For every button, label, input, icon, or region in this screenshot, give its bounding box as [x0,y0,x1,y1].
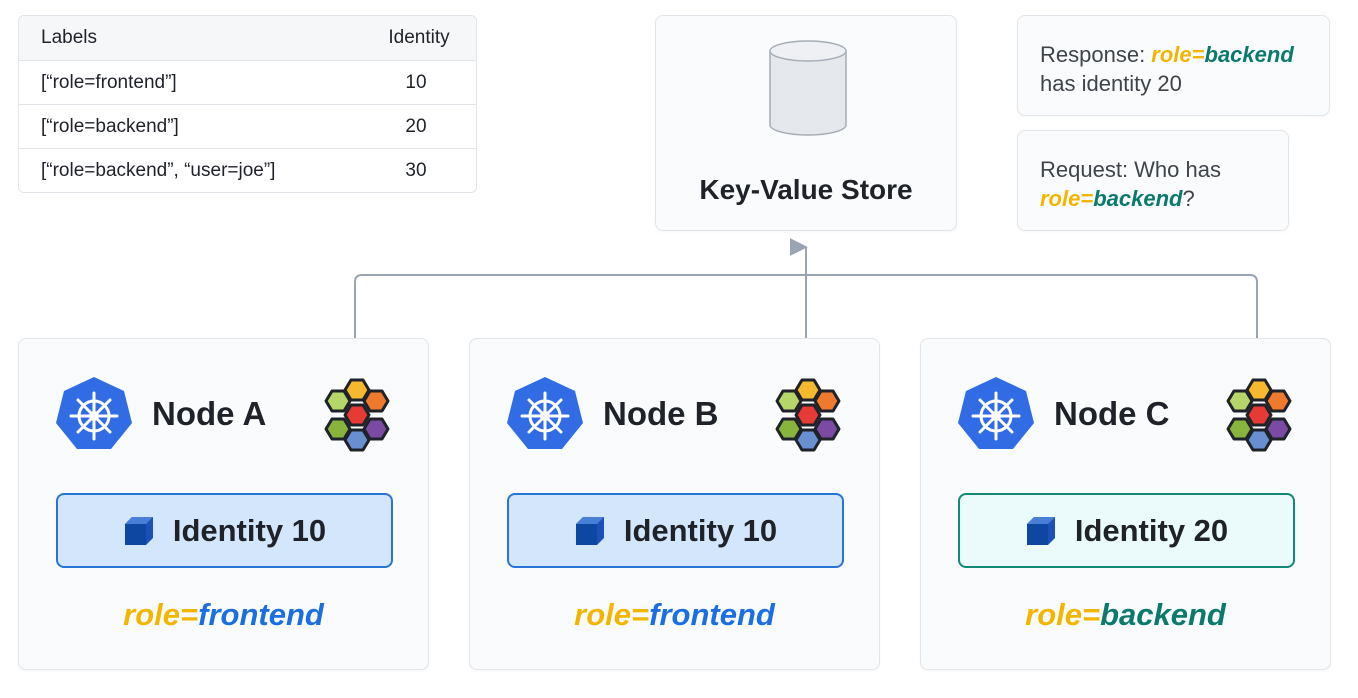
identity-box: Identity 20 [958,493,1295,568]
response-prefix: Response: [1040,42,1152,67]
role-key: role= [574,597,650,632]
node-role: role=frontend [19,597,428,633]
node-role: role=frontend [470,597,879,633]
request-prefix: Request: Who has [1040,157,1221,182]
role-value: frontend [198,597,324,632]
cilium-hexagon-icon [324,378,390,452]
row-labels: [“role=backend”] [41,115,179,137]
labels-identity-table: Labels Identity [“role=frontend”] 10 [“r… [18,15,477,193]
identity-box: Identity 10 [56,493,393,568]
node-c-card: Node C Identity 20 role=backend [920,338,1331,670]
key-value-store-title: Key-Value Store [699,174,913,205]
column-header-labels: Labels [41,27,97,48]
role-key: role= [123,597,199,632]
role-value: backend [1100,597,1226,632]
role-value: frontend [649,597,775,632]
cube-icon [124,516,153,545]
request-value: backend [1093,186,1183,211]
cube-icon [575,516,604,545]
database-cylinder-icon [769,40,847,136]
request-key: role= [1040,186,1094,211]
node-title: Node B [603,395,719,432]
node-title: Node C [1054,395,1170,432]
response-key: role= [1151,42,1205,67]
node-title: Node A [152,395,267,432]
cilium-hexagon-icon [1226,378,1292,452]
response-suffix: has identity 20 [1040,71,1182,96]
kubernetes-helm-icon [958,377,1034,449]
row-identity: 30 [405,159,427,181]
node-role: role=backend [921,597,1330,633]
kubernetes-helm-icon [507,377,583,449]
table-row: [“role=frontend”] 10 [19,60,476,104]
identity-box: Identity 10 [507,493,844,568]
cilium-hexagon-icon [775,378,841,452]
kubernetes-helm-icon [56,377,132,449]
row-labels: [“role=backend”, “user=joe”] [41,159,276,181]
identity-label: Identity 10 [623,512,778,548]
table-row: [“role=backend”] 20 [19,104,476,148]
key-value-store-card: Key-Value Store [655,15,957,231]
cube-icon [1026,516,1055,545]
node-a-card: Node A Identity 10 role=frontend [18,338,429,670]
identity-label: Identity 10 [172,512,327,548]
node-b-card: Node B Identity 10 role=frontend [469,338,880,670]
response-message: Response: role=backend has identity 20 [1017,15,1330,116]
request-suffix: ? [1182,186,1195,211]
table-row: [“role=backend”, “user=joe”] 30 [19,148,476,192]
role-key: role= [1025,597,1101,632]
response-value: backend [1204,42,1294,67]
request-message: Request: Who has role=backend? [1017,130,1289,231]
row-labels: [“role=frontend”] [41,71,177,93]
column-header-identity: Identity [388,27,450,48]
identity-label: Identity 20 [1074,512,1229,548]
row-identity: 10 [405,71,427,93]
row-identity: 20 [405,115,427,137]
table-header: Labels Identity [19,16,476,60]
